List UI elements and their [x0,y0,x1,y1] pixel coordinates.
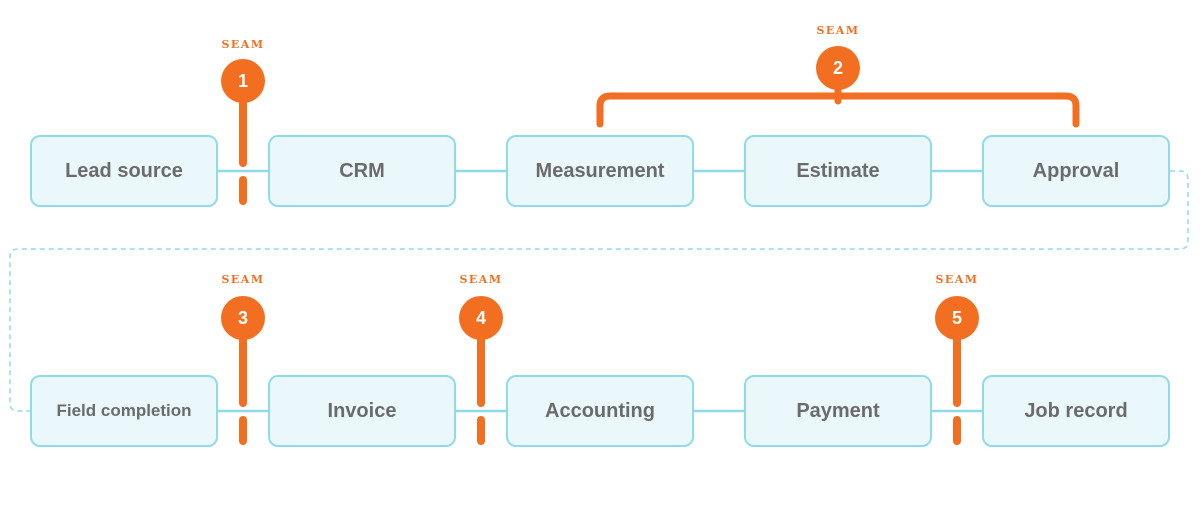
node-job-record: Job record [982,375,1170,447]
node-lead-source: Lead source [30,135,218,207]
node-accounting: Accounting [506,375,694,447]
node-label: Invoice [327,399,397,422]
seam-1-badge: 1 [221,59,265,103]
seam-5-badge: 5 [935,296,979,340]
seam-2-badge: 2 [816,46,860,90]
seam-number: 3 [237,307,248,328]
node-payment: Payment [744,375,932,447]
node-approval: Approval [982,135,1170,207]
seam-1-tag: SEAM [221,38,265,51]
seam-2-bracket [596,92,1080,128]
seam-3-badge: 3 [221,296,265,340]
node-label: Measurement [535,159,665,182]
node-label: Job record [1024,399,1128,422]
seam-4-badge: 4 [459,296,503,340]
node-label: Field completion [56,401,192,420]
seam-5-tag: SEAM [935,273,979,286]
seam-4-tag: SEAM [459,273,503,286]
node-label: CRM [339,159,385,182]
node-label: Lead source [65,159,183,182]
node-crm: CRM [268,135,456,207]
node-estimate: Estimate [744,135,932,207]
wrap-connector [9,170,1189,412]
seam-number: 1 [237,70,248,91]
node-measurement: Measurement [506,135,694,207]
node-invoice: Invoice [268,375,456,447]
seam-2-tag: SEAM [816,24,860,37]
node-label: Payment [796,399,880,422]
node-label: Estimate [796,159,880,182]
node-label: Approval [1032,159,1120,182]
node-label: Accounting [545,399,655,422]
seam-number: 5 [951,307,962,328]
seam-3-tag: SEAM [221,273,265,286]
seam-number: 2 [832,57,843,78]
seam-number: 4 [475,307,486,328]
node-field-completion: Field completion [30,375,218,447]
